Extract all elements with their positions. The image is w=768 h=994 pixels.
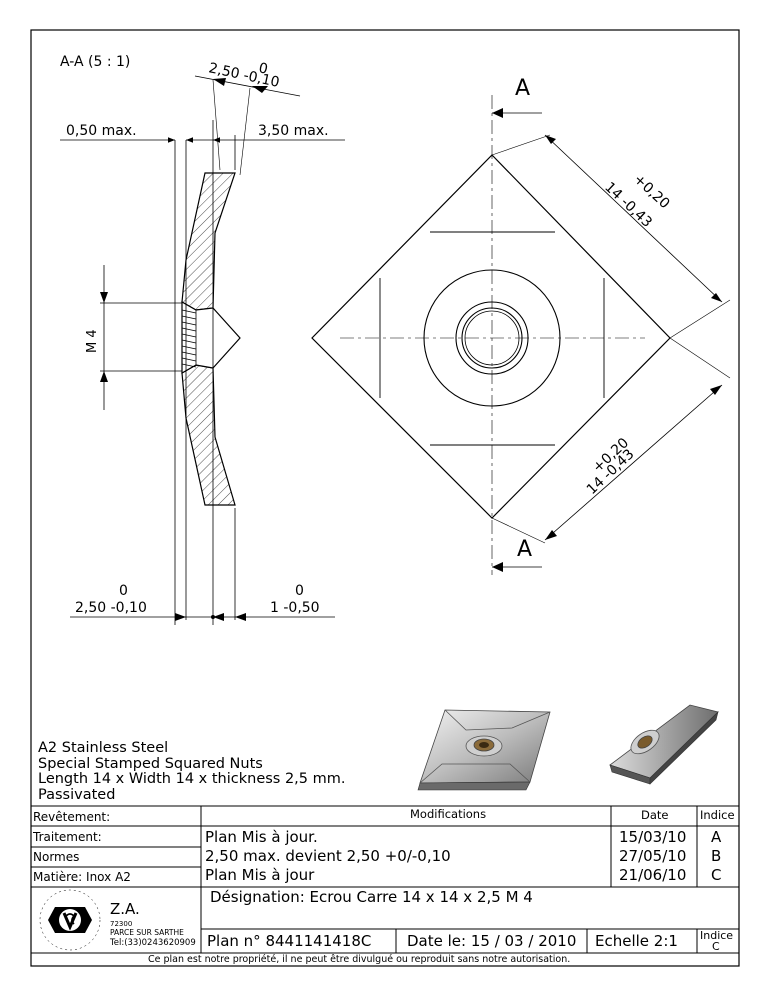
header-date: Date — [641, 808, 669, 822]
modification-row-1-date: 15/03/10 — [619, 828, 687, 846]
section-body — [181, 172, 236, 311]
modification-row-2-date: 27/05/10 — [619, 847, 687, 865]
plan-scale: Echelle 2:1 — [595, 932, 678, 950]
dim-top-lower-text: 2,50 -0,10 — [207, 60, 281, 91]
material-line-1: A2 Stainless Steel — [38, 740, 169, 756]
label-revetement: Revêtement: — [33, 810, 111, 824]
plan-number: Plan n° 8441141418C — [207, 932, 372, 950]
front-view — [311, 95, 731, 575]
dim-bottom-right-upper: 0 — [295, 583, 304, 599]
company-logo — [39, 889, 101, 951]
dim-thickness-top — [194, 75, 301, 97]
section-label: A-A (5 : 1) — [60, 54, 130, 70]
sheet-border — [30, 29, 740, 967]
indice-label: Indice — [700, 929, 734, 942]
iso-render-2 — [609, 704, 719, 785]
dim-bottom-right-lower: 1 -0,50 — [270, 600, 320, 616]
dim-bottom-left-lower: 2,50 -0,10 — [75, 600, 147, 616]
modification-row-3-date: 21/06/10 — [619, 866, 687, 884]
footer-notice: Ce plan est notre propriété, il ne peut … — [148, 954, 571, 965]
dim-thread-text: M 4 — [85, 329, 100, 353]
company-name: Z.A. — [110, 900, 140, 918]
dim-full-max-text: 3,50 max. — [258, 123, 329, 139]
modification-row-2-indice: B — [711, 847, 722, 865]
iso-render-1 — [417, 709, 551, 791]
designation: Désignation: Ecrou Carre 14 x 14 x 2,5 M… — [210, 888, 533, 906]
label-normes: Normes — [33, 850, 80, 864]
header-indice: Indice — [700, 808, 735, 822]
material-line-3: Length 14 x Width 14 x thickness 2,5 mm. — [38, 771, 346, 787]
header-modifications: Modifications — [410, 807, 487, 821]
company-postcode: 72300 — [110, 920, 133, 928]
thread-collar — [181, 300, 241, 375]
dim-half-max-text: 0,50 max. — [66, 123, 137, 139]
label-matiere: Matière: Inox A2 — [33, 870, 131, 884]
thread-lines — [181, 309, 197, 368]
section-body-lower — [181, 364, 236, 506]
dim-bottom-left-upper: 0 — [119, 583, 128, 599]
modification-row-1-indice: A — [711, 828, 722, 846]
section-view — [60, 75, 345, 625]
modification-row-3-text: Plan Mis à jour — [205, 866, 315, 884]
indice-value: C — [712, 940, 720, 953]
plan-date: Date le: 15 / 03 / 2010 — [407, 932, 577, 950]
company-tel: Tel:(33)0243620909 — [110, 938, 196, 948]
dim-diag-lower — [544, 384, 723, 541]
section-marker-bottom: A — [517, 537, 532, 562]
modification-row-1-text: Plan Mis à jour. — [205, 828, 318, 846]
dim-diag-upper — [544, 134, 723, 303]
section-marker-top: A — [515, 76, 530, 101]
modification-row-2-text: 2,50 max. devient 2,50 +0/-0,10 — [205, 847, 451, 865]
dim-top-upper-text: 0 — [257, 60, 269, 78]
material-line-4: Passivated — [38, 786, 116, 803]
company-city: PARCE SUR SARTHE — [110, 928, 184, 937]
label-traitement: Traitement: — [33, 830, 102, 844]
material-note: A2 Stainless Steel Special Stamped Squar… — [38, 740, 346, 803]
modification-row-3-indice: C — [711, 866, 722, 884]
title-block-grid — [31, 805, 739, 954]
material-line-2: Special Stamped Squared Nuts — [38, 755, 263, 772]
